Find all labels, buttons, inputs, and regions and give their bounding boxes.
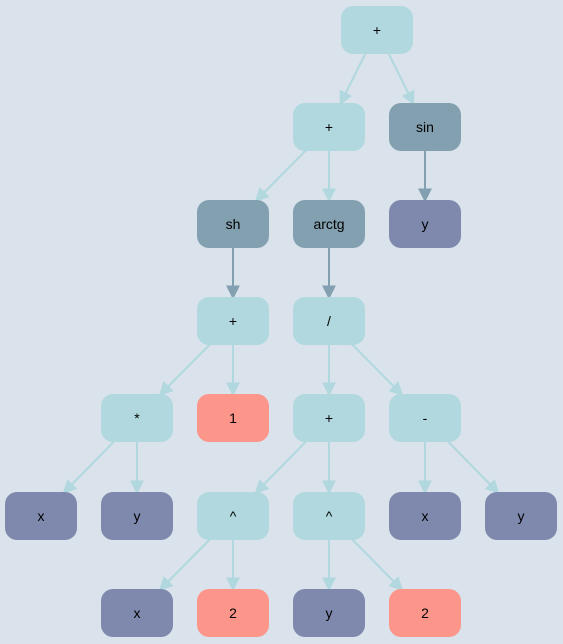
nodes-layer: + + sin y sh arctg + / * 1 + - x y ^ ^ x y x 2 y 2 <box>5 6 557 637</box>
tree-node-operator: / <box>293 297 365 345</box>
node-box <box>5 492 77 540</box>
edge-n7-n11 <box>351 343 404 396</box>
node-label: y <box>518 508 525 524</box>
node-box <box>389 492 461 540</box>
node-box <box>197 589 269 637</box>
node-label: - <box>423 410 428 426</box>
edges-layer <box>62 52 500 592</box>
node-label: 1 <box>229 410 237 426</box>
node-label: 2 <box>229 605 237 621</box>
node-box <box>293 200 365 248</box>
edge-n10-n14 <box>254 440 308 495</box>
tree-node-operator: * <box>101 394 173 442</box>
tree-node-operator: - <box>389 394 461 442</box>
node-label: y <box>134 508 141 524</box>
edge-n8-n12 <box>62 440 116 495</box>
node-box <box>341 6 413 54</box>
node-label: sh <box>226 216 241 232</box>
edge-n15-n21 <box>351 538 404 591</box>
node-box <box>101 394 173 442</box>
node-label: ^ <box>230 508 237 524</box>
node-box <box>389 589 461 637</box>
node-label: + <box>325 119 333 135</box>
node-box <box>389 200 461 248</box>
node-label: y <box>422 216 429 232</box>
node-label: * <box>134 410 140 426</box>
tree-node-variable: x <box>101 589 173 637</box>
tree-node-function: arctg <box>293 200 365 248</box>
node-box <box>293 589 365 637</box>
node-box <box>101 589 173 637</box>
node-label: x <box>134 605 141 621</box>
tree-node-number: 1 <box>197 394 269 442</box>
node-label: + <box>373 22 381 38</box>
node-label: + <box>229 313 237 329</box>
node-label: ^ <box>326 508 333 524</box>
node-box <box>197 297 269 345</box>
node-label: y <box>326 605 333 621</box>
tree-node-variable: y <box>101 492 173 540</box>
node-box <box>485 492 557 540</box>
tree-node-variable: x <box>389 492 461 540</box>
node-box <box>389 394 461 442</box>
edge-n6-n8 <box>158 343 211 396</box>
node-box <box>293 492 365 540</box>
tree-node-operator: + <box>293 103 365 151</box>
tree-node-variable: x <box>5 492 77 540</box>
tree-node-function: sin <box>389 103 461 151</box>
tree-node-operator: ^ <box>293 492 365 540</box>
edge-n11-n17 <box>446 440 500 495</box>
tree-node-variable: y <box>389 200 461 248</box>
node-label: 2 <box>421 605 429 621</box>
node-label: / <box>327 313 331 329</box>
node-box <box>293 103 365 151</box>
node-box <box>197 492 269 540</box>
node-label: x <box>38 508 45 524</box>
tree-node-variable: y <box>293 589 365 637</box>
tree-node-operator: + <box>197 297 269 345</box>
node-box <box>389 103 461 151</box>
node-box <box>197 200 269 248</box>
node-box <box>293 297 365 345</box>
edge-n0-n2 <box>387 52 415 106</box>
node-label: sin <box>416 119 434 135</box>
tree-node-operator: + <box>293 394 365 442</box>
edge-n14-n18 <box>158 538 211 591</box>
edge-n1-n4 <box>254 149 307 202</box>
node-label: arctg <box>313 216 344 232</box>
tree-node-operator: + <box>341 6 413 54</box>
node-label: x <box>422 508 429 524</box>
node-label: + <box>325 410 333 426</box>
node-box <box>197 394 269 442</box>
edge-n0-n1 <box>339 52 367 106</box>
tree-node-number: 2 <box>389 589 461 637</box>
tree-node-variable: y <box>485 492 557 540</box>
tree-node-function: sh <box>197 200 269 248</box>
node-box <box>293 394 365 442</box>
tree-node-operator: ^ <box>197 492 269 540</box>
node-box <box>101 492 173 540</box>
tree-node-number: 2 <box>197 589 269 637</box>
